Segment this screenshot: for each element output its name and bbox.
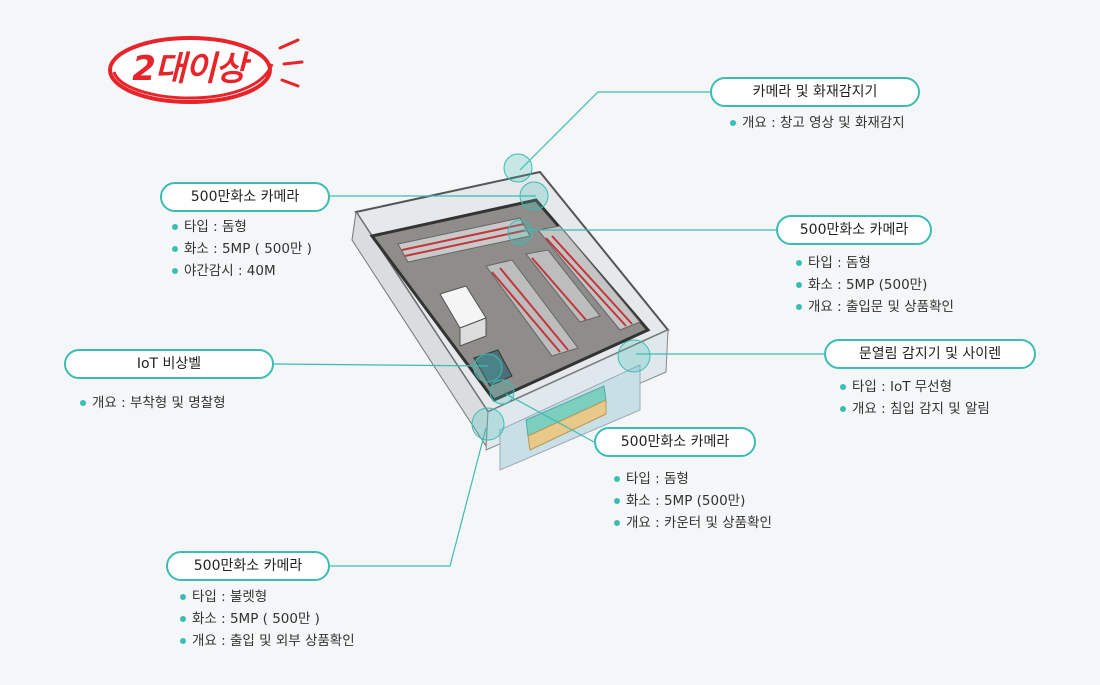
counter-camera-highlight <box>489 379 515 405</box>
spec-item: 개요 : 침입 감지 및 알림 <box>840 398 990 420</box>
spec-item: 개요 : 출입문 및 상품확인 <box>796 296 954 318</box>
spec-item: 타입 : 돔형 <box>172 216 312 238</box>
spec-item: 개요 : 출입 및 외부 상품확인 <box>180 630 355 652</box>
callout-title-bullet-camera: 500만화소 카메라 <box>166 551 330 581</box>
leader-top-camera <box>519 91 710 171</box>
callout-specs-door-sensor: 타입 : IoT 무선형 개요 : 침입 감지 및 알림 <box>840 376 990 420</box>
callout-specs-top-camera: 개요 : 창고 영상 및 화재감지 <box>730 112 905 134</box>
spec-item: 개요 : 창고 영상 및 화재감지 <box>730 112 905 134</box>
callout-specs-iot-bell: 개요 : 부착형 및 명찰형 <box>80 392 226 414</box>
spec-item: 화소 : 5MP (500만) <box>614 490 772 512</box>
callout-title-iot-bell: IoT 비상벨 <box>64 349 274 379</box>
leader-iot-bell <box>273 363 489 367</box>
leader-bullet-camera <box>330 427 487 567</box>
quantity-badge: 2대이상 <box>104 34 304 124</box>
callout-title-right-dome: 500만화소 카메라 <box>776 215 932 245</box>
callout-title-top-camera: 카메라 및 화재감지기 <box>710 77 920 107</box>
spec-item: 화소 : 5MP ( 500만 ) <box>180 608 355 630</box>
bullet-camera-highlight <box>471 407 505 441</box>
spec-item: 개요 : 카운터 및 상품확인 <box>614 512 772 534</box>
callout-specs-bullet-camera: 타입 : 불렛형 화소 : 5MP ( 500만 ) 개요 : 출입 및 외부 … <box>180 586 355 652</box>
store-outdoor-shelf <box>527 399 607 451</box>
store-counter <box>473 349 513 387</box>
leader-counter-dome <box>505 393 595 443</box>
spec-item: 타입 : 돔형 <box>796 252 954 274</box>
spec-item: 화소 : 5MP (500만) <box>796 274 954 296</box>
spec-item: 화소 : 5MP ( 500만 ) <box>172 238 312 260</box>
callout-specs-counter-dome: 타입 : 돔형 화소 : 5MP (500만) 개요 : 카운터 및 상품확인 <box>614 468 772 534</box>
spec-item: 타입 : 불렛형 <box>180 586 355 608</box>
callout-title-door-sensor: 문열림 감지기 및 사이렌 <box>824 339 1036 369</box>
dome-camera-highlight-wall <box>507 219 533 245</box>
spec-item: 야간감시 : 40M <box>172 260 312 282</box>
spec-item: 타입 : IoT 무선형 <box>840 376 990 398</box>
spec-item: 개요 : 부착형 및 명찰형 <box>80 392 226 414</box>
badge-text: 2대이상 <box>132 49 247 89</box>
fire-detector-highlight <box>503 153 533 183</box>
iot-bell-highlight <box>473 353 503 383</box>
callout-title-left-dome: 500만화소 카메라 <box>160 182 330 212</box>
callout-title-counter-dome: 500만화소 카메라 <box>594 427 756 457</box>
callout-specs-right-dome: 타입 : 돔형 화소 : 5MP (500만) 개요 : 출입문 및 상품확인 <box>796 252 954 318</box>
shelf-middle-2 <box>525 249 601 323</box>
callout-specs-left-dome: 타입 : 돔형 화소 : 5MP ( 500만 ) 야간감시 : 40M <box>172 216 312 282</box>
badge-ellipse-icon <box>108 36 304 104</box>
door-sensor-highlight <box>617 339 651 373</box>
spec-item: 타입 : 돔형 <box>614 468 772 490</box>
